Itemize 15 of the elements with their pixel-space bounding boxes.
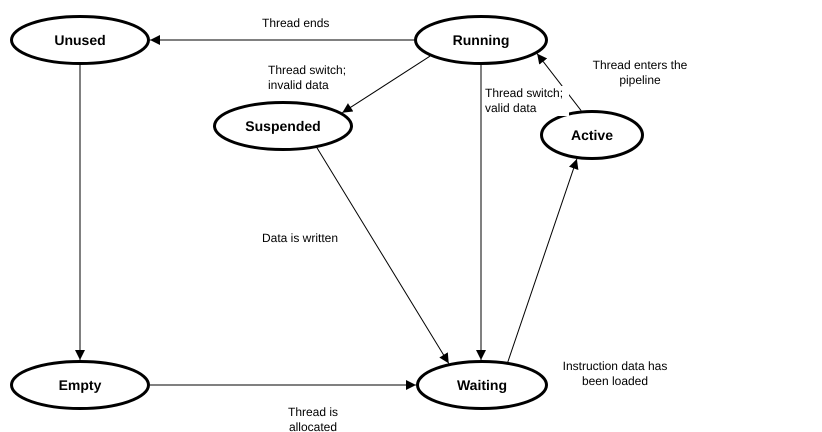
arrow bbox=[150, 380, 416, 390]
state-name: Empty bbox=[58, 377, 102, 393]
state-name: Active bbox=[570, 127, 614, 143]
arrow bbox=[342, 56, 430, 114]
arrow bbox=[316, 147, 450, 364]
state-name: Suspended bbox=[245, 118, 321, 134]
arrow bbox=[75, 64, 85, 360]
state-name: Running bbox=[452, 32, 510, 48]
arrow bbox=[476, 64, 486, 360]
edge-label: Thread switch; valid data bbox=[485, 86, 569, 116]
state-name: Waiting bbox=[456, 377, 508, 393]
state-name: Unused bbox=[54, 32, 106, 48]
arrow bbox=[150, 35, 414, 45]
arrow bbox=[536, 53, 582, 112]
arrow bbox=[507, 158, 578, 362]
